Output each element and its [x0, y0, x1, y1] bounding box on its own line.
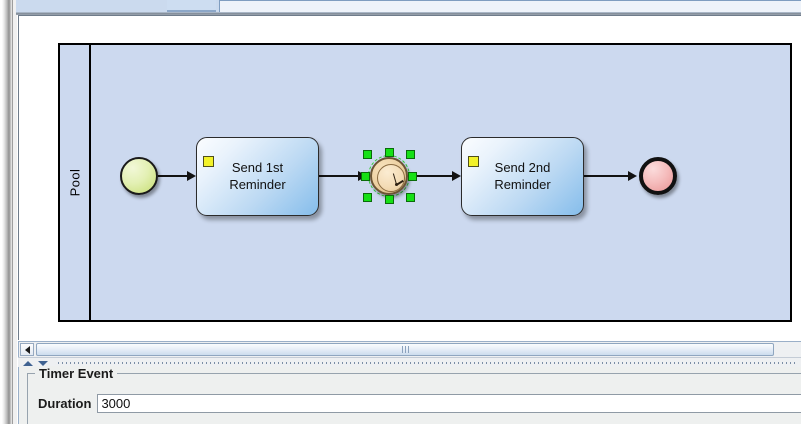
tab-strip-divider: [16, 12, 801, 15]
top-tab-strip: [16, 0, 801, 15]
grip-lines-icon: [404, 346, 406, 353]
horizontal-scrollbar-thumb[interactable]: [36, 343, 774, 356]
triangle-left-icon: [24, 345, 30, 354]
splitter-grip-dots: [58, 362, 798, 364]
panel-splitter[interactable]: [18, 357, 801, 367]
window-left-edge: [12, 0, 17, 424]
triangle-up-icon[interactable]: [23, 361, 33, 366]
pool-label: Pool: [67, 168, 82, 197]
timer-event-group: Timer Event Duration: [27, 366, 801, 424]
grip-lines-icon: [401, 346, 403, 353]
horizontal-scrollbar[interactable]: [18, 341, 801, 357]
properties-group-title: Timer Event: [35, 366, 118, 381]
scroll-left-button[interactable]: [20, 343, 34, 356]
bpmn-pool[interactable]: Pool: [58, 43, 792, 322]
properties-panel: Timer Event Duration: [18, 366, 801, 424]
triangle-down-icon[interactable]: [38, 361, 48, 366]
window-left-shadow: [0, 0, 12, 424]
tab-inactive-stub[interactable]: [167, 0, 216, 12]
pool-header[interactable]: Pool: [60, 45, 91, 320]
duration-input[interactable]: [97, 394, 801, 413]
tab-active-diagram[interactable]: [219, 0, 801, 12]
grip-lines-icon: [407, 346, 409, 353]
duration-label: Duration: [38, 396, 92, 411]
diagram-editor-frame: Pool: [18, 15, 801, 340]
duration-field-row: Duration: [38, 394, 801, 413]
diagram-canvas[interactable]: Pool: [19, 16, 801, 340]
